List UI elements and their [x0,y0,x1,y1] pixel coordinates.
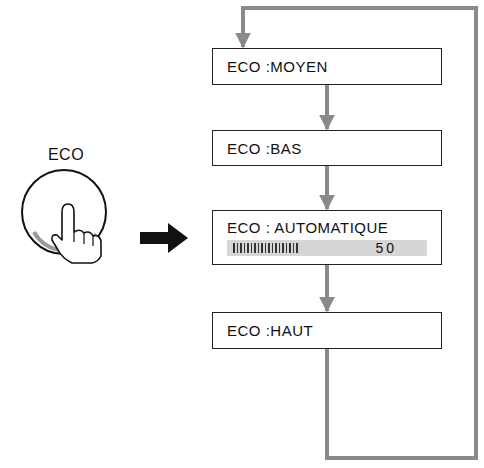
mode-label: ECO :BAS [227,140,427,157]
mode-box: ECO : AUTOMATIQUE 50 [212,210,442,265]
mode-box: ECO :HAUT [212,312,442,349]
button-label: ECO [16,146,116,164]
mode-box: ECO :MOYEN [212,48,442,85]
flow-arrow [325,265,329,311]
mode-label: ECO :HAUT [227,322,427,339]
flow-arrow [325,166,329,209]
level-bar: 50 [227,240,427,256]
level-value: 50 [375,240,397,256]
eco-button: ECO [16,146,116,270]
pointer-arrow [140,223,188,253]
button-icon [18,166,114,264]
bar-fill [233,243,299,253]
flow-arrow [325,85,329,129]
mode-box: ECO :BAS [212,130,442,166]
mode-label: ECO :MOYEN [227,58,427,75]
mode-label: ECO : AUTOMATIQUE [227,219,427,236]
